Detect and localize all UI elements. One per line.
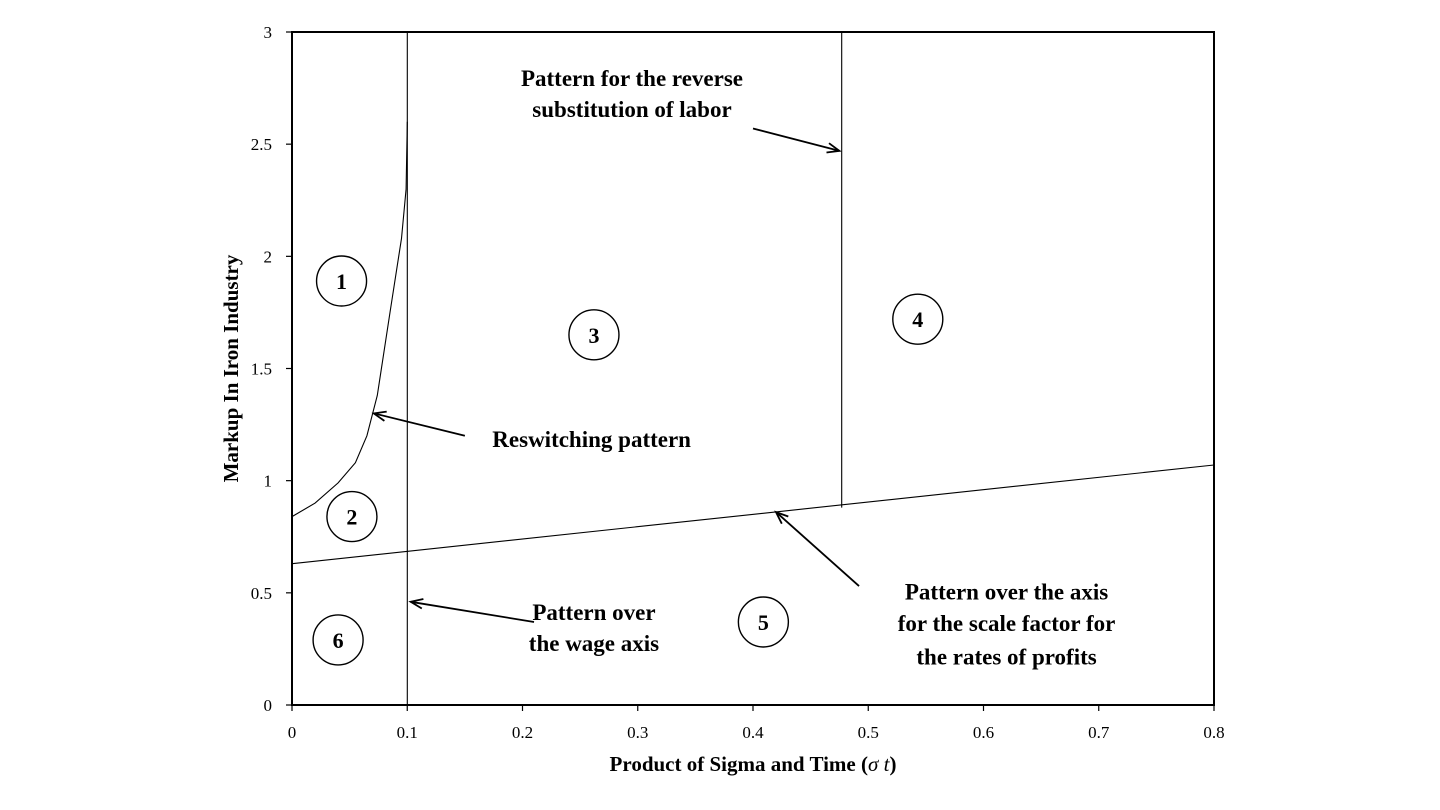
y-tick-label: 2	[264, 247, 273, 266]
region-circle	[568, 309, 620, 361]
region-circle	[892, 293, 944, 345]
region-circle	[312, 614, 364, 666]
series-line-2	[291, 464, 1215, 565]
x-axis-ticks: 0 0.1 0.2 0.3 0.4 0.5 0.6 0.7 0.8	[288, 705, 1225, 742]
annotation-arrow-shaft	[373, 412, 466, 437]
x-tick-label: 0.4	[742, 723, 764, 742]
annotations: Pattern for the reverse substitution of l…	[371, 66, 1116, 670]
series-line-1	[291, 121, 408, 518]
region-labels: 1 2 3 4 5 6	[312, 255, 944, 666]
annotation-text: substitution of labor	[532, 97, 731, 122]
annotation-arrow-head	[826, 142, 842, 154]
y-axis-ticks: 0 0.5 1 1.5 2 2.5 3	[251, 23, 292, 715]
region-label: 6	[333, 628, 344, 653]
region-label: 1	[336, 269, 347, 294]
annotation-arrow-head	[408, 598, 424, 610]
y-tick-label: 1.5	[251, 360, 272, 379]
region-label: 2	[346, 505, 357, 530]
annotation-arrow-head	[371, 410, 387, 422]
region-label: 3	[588, 323, 599, 348]
region-label: 4	[912, 307, 923, 332]
annotation-arrow-shaft	[752, 127, 840, 152]
y-axis-title: Markup In Iron Industry	[219, 254, 243, 482]
y-tick-label: 2.5	[251, 135, 272, 154]
annotation-text: Pattern over	[532, 600, 655, 625]
x-tick-label: 0.1	[397, 723, 418, 742]
x-tick-label: 0	[288, 723, 297, 742]
x-tick-label: 0.3	[627, 723, 648, 742]
y-tick-label: 3	[264, 23, 273, 42]
region-label: 5	[758, 610, 769, 635]
y-tick-label: 1	[264, 472, 273, 491]
chart-series-group	[291, 32, 1215, 705]
annotation-arrow-shaft	[410, 600, 535, 623]
x-axis-title: Product of Sigma and Time (σ t)	[610, 752, 897, 776]
annotation-arrow-shaft	[775, 511, 860, 587]
annotation-text: Pattern for the reverse	[521, 66, 743, 91]
annotation-text: Reswitching pattern	[492, 427, 691, 452]
y-tick-label: 0	[264, 696, 273, 715]
annotation-text: the rates of profits	[916, 645, 1096, 670]
annotation-text: for the scale factor for	[898, 611, 1116, 636]
x-tick-label: 0.5	[858, 723, 879, 742]
y-tick-label: 0.5	[251, 584, 272, 603]
annotation-arrow-head	[774, 510, 789, 525]
x-tick-label: 0.6	[973, 723, 994, 742]
x-tick-label: 0.7	[1088, 723, 1110, 742]
x-tick-label: 0.8	[1203, 723, 1224, 742]
annotation-text: the wage axis	[529, 631, 659, 656]
region-circle	[315, 255, 368, 307]
x-tick-label: 0.2	[512, 723, 533, 742]
region-circle	[737, 596, 790, 648]
region-circle	[326, 490, 378, 543]
annotation-text: Pattern over the axis	[905, 580, 1108, 605]
